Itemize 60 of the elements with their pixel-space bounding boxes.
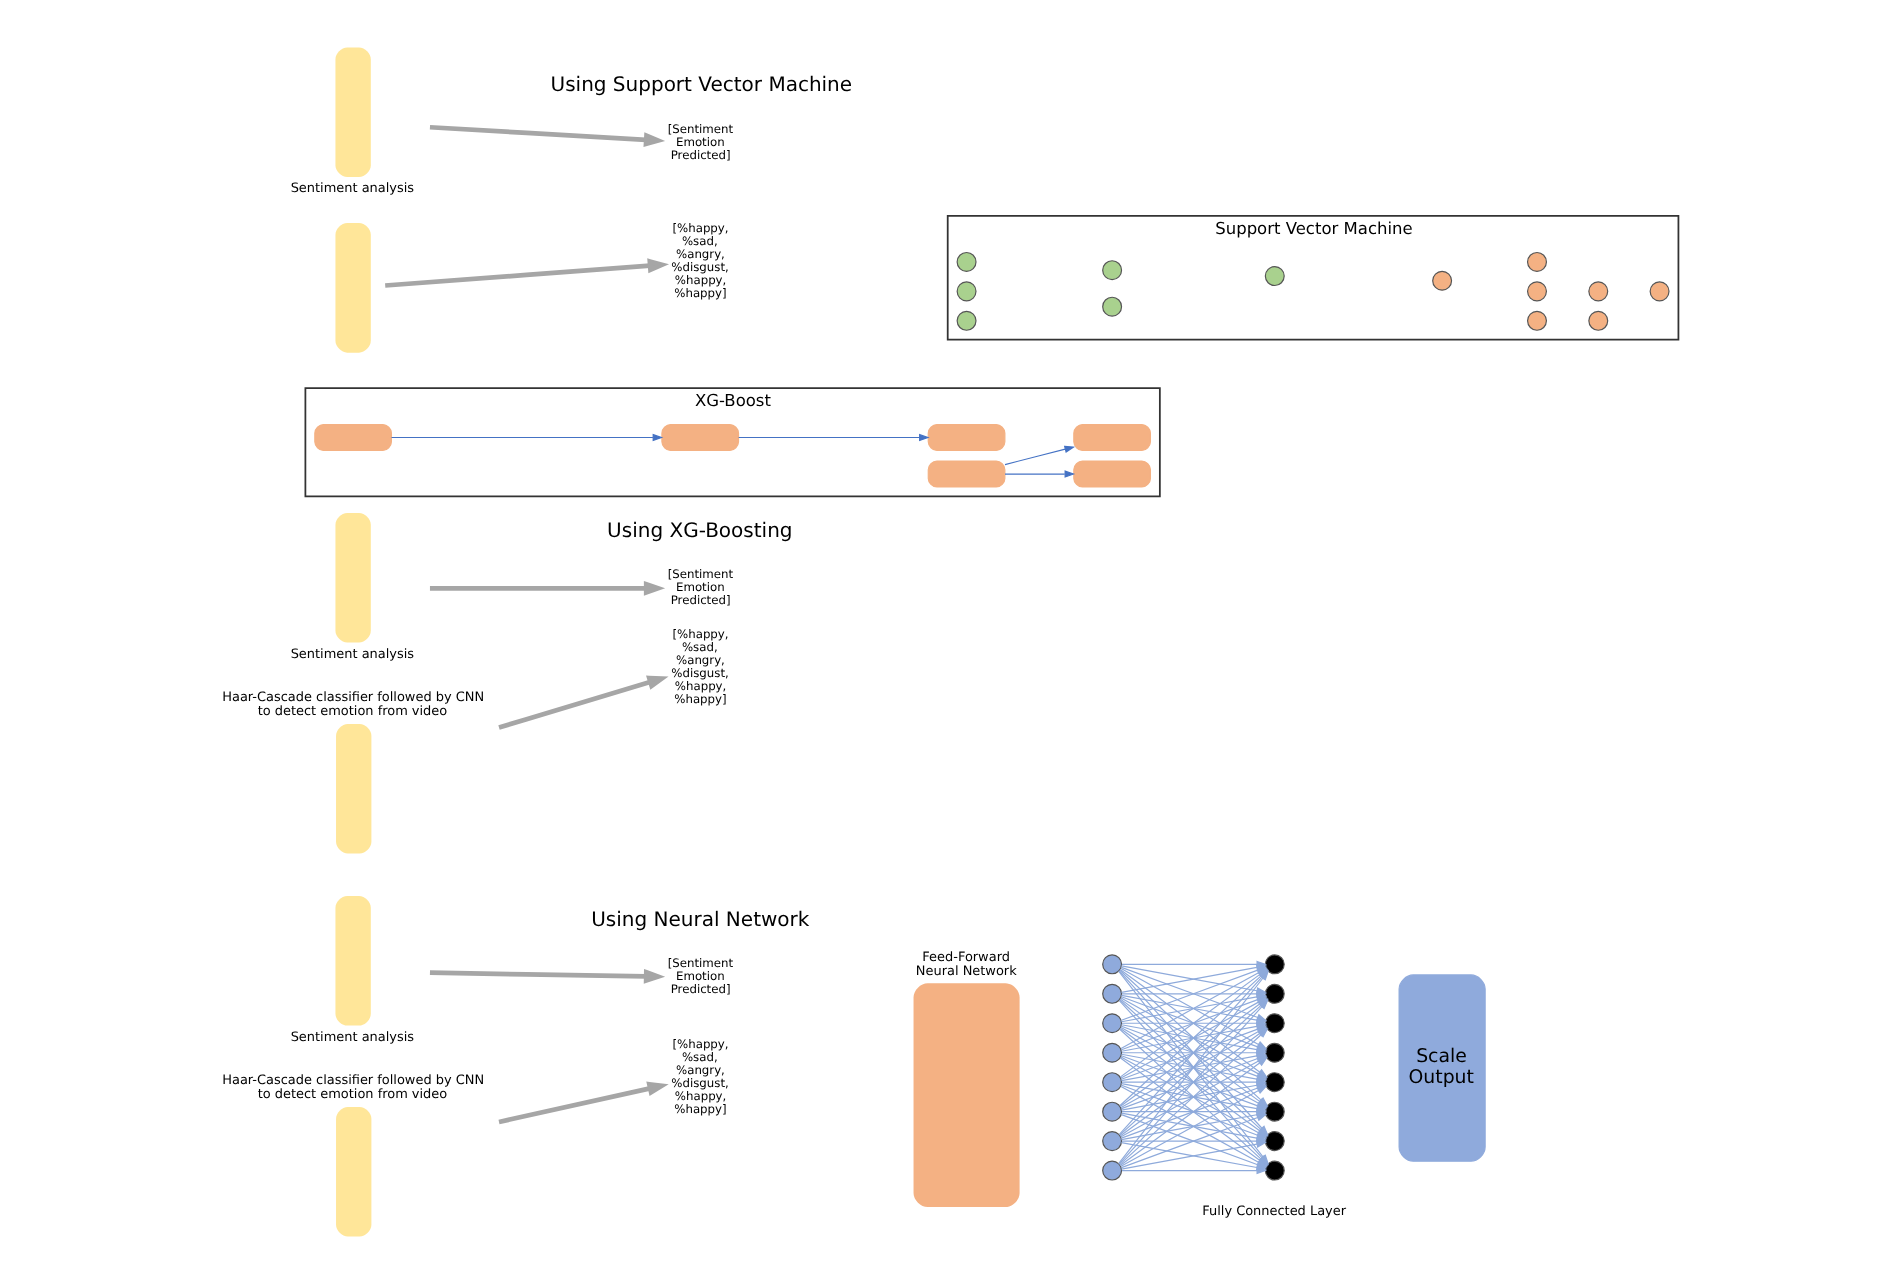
node-bar [335,47,371,178]
node-circle [1264,266,1285,287]
node-bar [336,1106,372,1237]
node-bar [336,723,372,854]
node-circle [1102,1160,1123,1181]
node-circle [1264,1072,1285,1093]
node-box [927,460,1006,488]
node-circle [1264,1042,1285,1063]
node-circle [1527,310,1547,331]
node-circle [1102,1131,1123,1152]
node-circle [1264,1013,1285,1034]
node-box: Scale Output [1398,974,1486,1162]
node-circle [1102,1042,1123,1063]
label: Using XG-Boosting [607,520,793,543]
cluster: Support Vector Machine [946,215,1680,341]
node-circle [1588,310,1609,331]
node-circle [1102,1013,1123,1034]
node-box [927,423,1006,452]
node-circle [1527,281,1547,302]
node-circle [1527,251,1547,272]
arrow [1121,960,1268,969]
node-circle [956,251,977,272]
node-circle [1264,1160,1285,1181]
node-box [661,423,740,452]
node-box [1073,460,1151,488]
cluster: XG-Boost [304,387,1161,498]
arrow [390,433,664,442]
node-circle [956,310,977,331]
label: Using Neural Network [591,909,810,932]
node-circle [1432,270,1453,291]
node-circle [1588,281,1609,302]
arrow [738,433,930,442]
node-circle [1102,1072,1123,1093]
node-circle [1264,954,1285,975]
node-circle [1102,954,1123,975]
node-box [1073,423,1151,452]
node-circle [1102,1101,1123,1122]
arrow [1004,445,1076,466]
arrow [429,124,666,148]
arrow [1121,1078,1268,1086]
node-circle [1264,1101,1285,1122]
arrow [1004,470,1076,478]
node-circle [1649,281,1670,302]
arrow [429,580,666,596]
node-bar [335,512,371,643]
node-circle [956,281,977,302]
node-bar [335,223,371,353]
node-circle [1102,983,1123,1004]
node-bar [335,896,371,1026]
node-circle [1264,983,1285,1004]
node-circle [1102,296,1123,317]
node-box [314,423,392,452]
arrow [385,258,669,288]
arrow [498,675,669,730]
arrow [498,1081,669,1125]
node-box [913,983,1020,1208]
node-circle [1102,260,1123,281]
label: Using Support Vector Machine [550,75,853,98]
node-circle [1264,1131,1285,1152]
arrow [429,968,666,984]
